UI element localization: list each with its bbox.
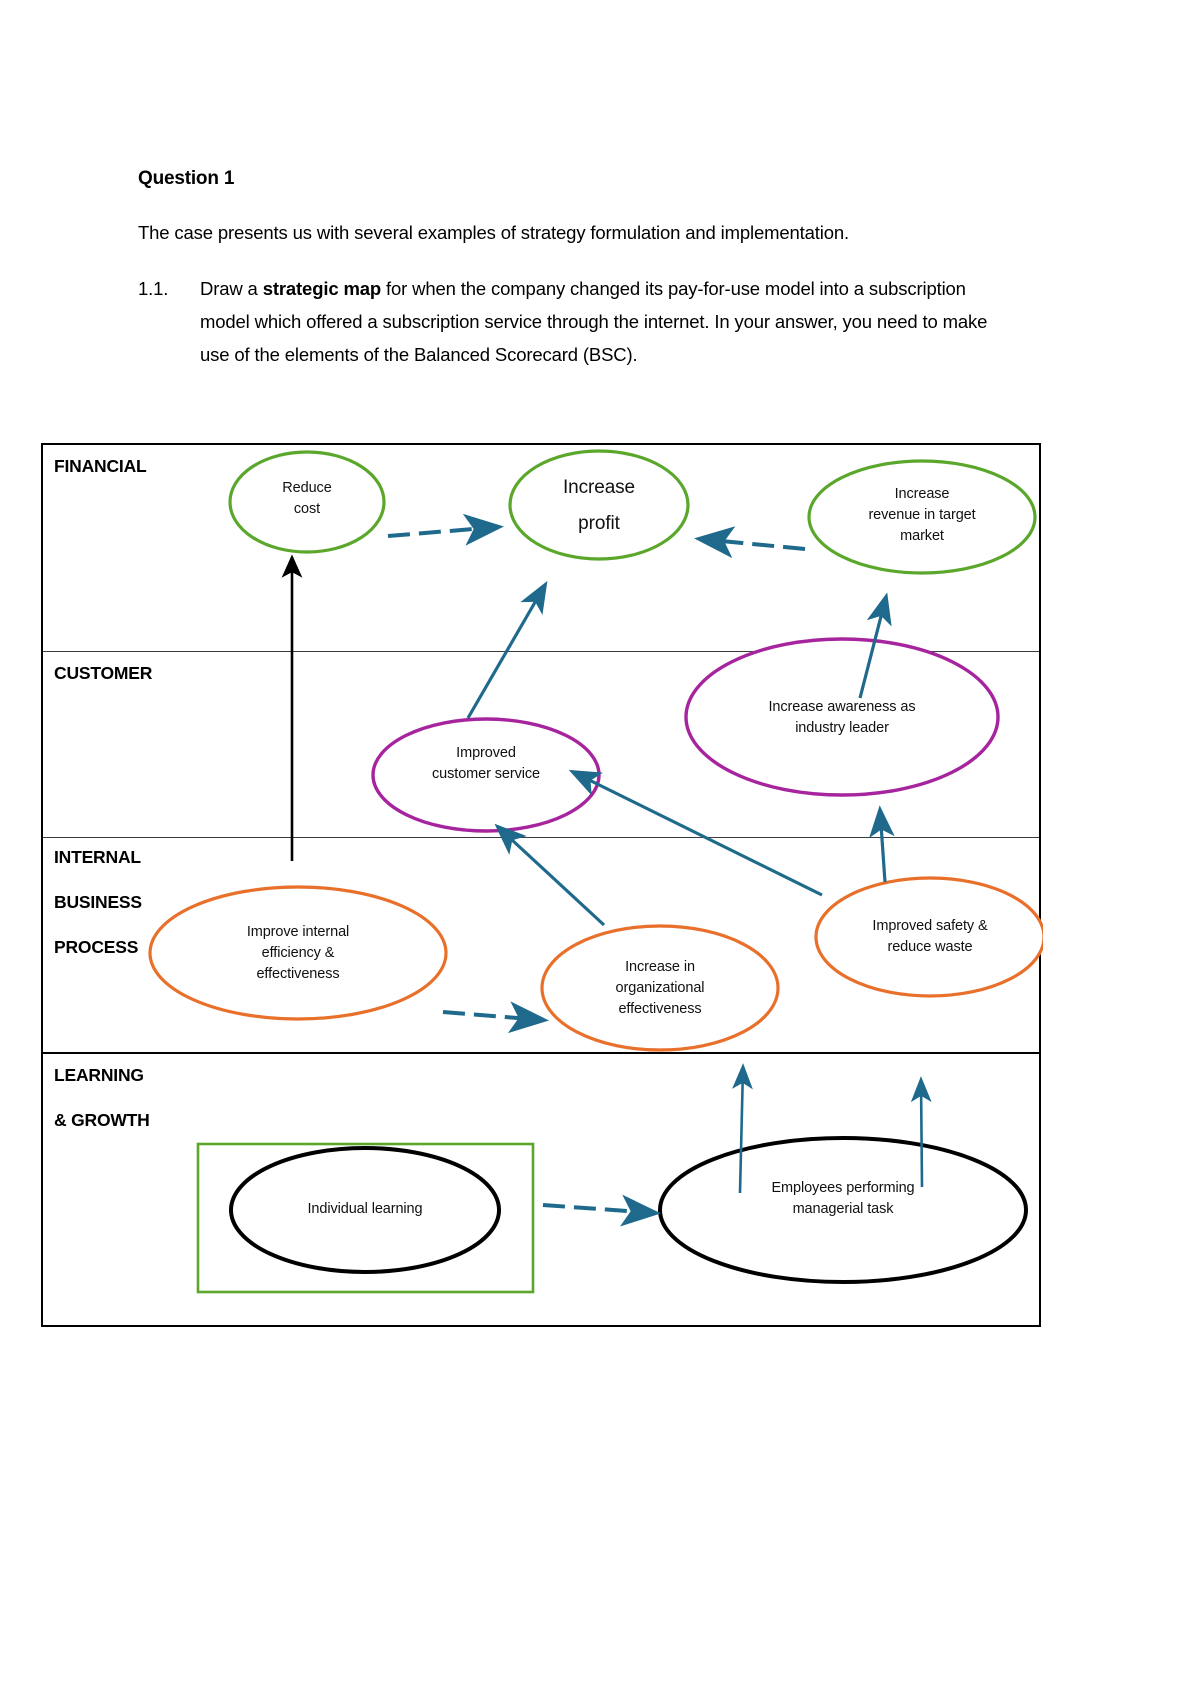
strategy-map-diagram: FINANCIAL CUSTOMER INTERNAL BUSINESS PRO…: [41, 443, 1043, 1329]
perspective-label-internal-line2: BUSINESS: [54, 892, 142, 912]
question-item-text-part1: Draw a: [200, 278, 263, 299]
node-label-increase-organizational-effectiveness: Increase in organizational effectiveness: [615, 959, 705, 1017]
node-label-individual-learning: Individual learning: [307, 1201, 423, 1217]
page-title: Question 1: [138, 168, 235, 189]
perspective-label-internal-line3: PROCESS: [54, 937, 139, 957]
perspective-band-learning-growth: LEARNING & GROWTH: [43, 1054, 1039, 1329]
perspective-label-learning-line1: LEARNING: [54, 1065, 144, 1085]
node-label-improve-internal-efficiency: Improve internal efficiency & effectiven…: [246, 924, 350, 982]
node-label-increase-profit: Increase profit: [562, 477, 636, 534]
question-item-bold-term: strategic map: [262, 278, 382, 299]
node-label-increase-revenue: Increase revenue in target market: [868, 486, 976, 544]
question-item-1-1: 1.1. Draw a strategic map for when the c…: [138, 272, 1018, 371]
perspective-label-internal-line1: INTERNAL: [54, 847, 141, 867]
perspective-band-internal-business-process: INTERNAL BUSINESS PROCESS: [43, 838, 1039, 1054]
node-label-reduce-cost: Reduce cost: [282, 480, 332, 517]
node-label-employees-managerial-task: Employees performing managerial task: [771, 1180, 915, 1217]
node-label-increase-awareness: Increase awareness as industry leader: [768, 699, 916, 736]
question-item-number: 1.1.: [138, 278, 169, 299]
perspective-label-financial: FINANCIAL: [54, 456, 147, 476]
question-intro: The case presents us with several exampl…: [138, 222, 850, 243]
question-text-block: Question 1 The case presents us with sev…: [138, 168, 1018, 371]
perspective-label-learning-line2: & GROWTH: [54, 1110, 150, 1130]
question-item-text-part2: for when the company changed its pay-for…: [200, 278, 988, 365]
question-item-body: Draw a strategic map for when the compan…: [200, 272, 1018, 371]
perspective-label-customer: CUSTOMER: [54, 663, 153, 683]
node-label-improved-customer-service: Improved customer service: [432, 745, 540, 782]
node-label-improved-safety: Improved safety & reduce waste: [872, 918, 988, 955]
